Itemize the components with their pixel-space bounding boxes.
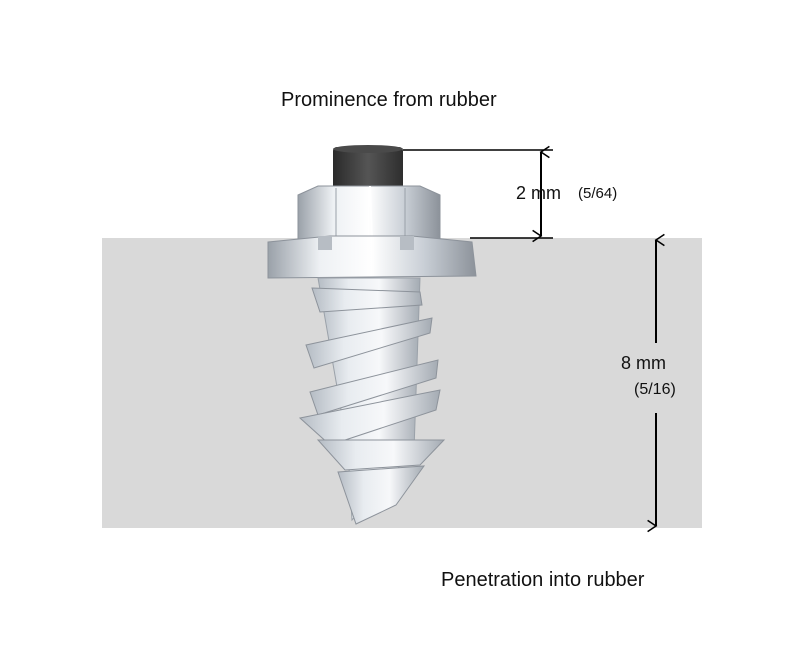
prominence-metric: 2 mm <box>516 183 561 203</box>
prominence-title: Prominence from rubber <box>281 89 497 111</box>
penetration-metric: 8 mm <box>621 353 666 373</box>
penetration-imperial: (5/16) <box>634 381 676 398</box>
tire-stud-icon <box>267 145 477 525</box>
prominence-imperial: (5/64) <box>578 185 618 202</box>
penetration-title: Penetration into rubber <box>441 569 645 591</box>
